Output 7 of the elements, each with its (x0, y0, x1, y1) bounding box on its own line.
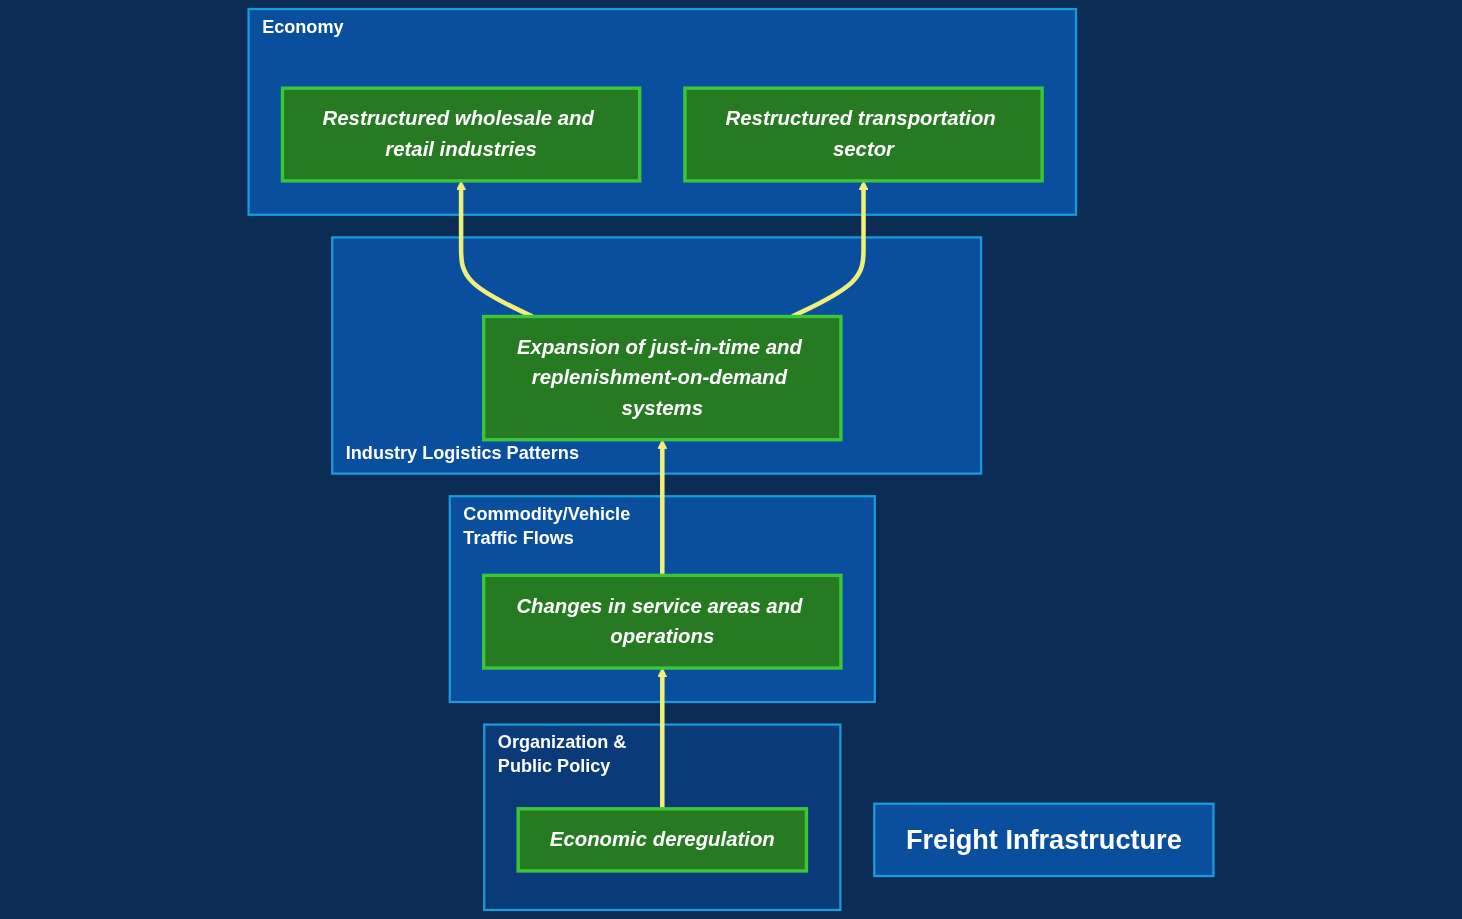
node-box: Freight Infrastructure (873, 802, 1215, 878)
node-box: Restructured wholesale and retail industries (280, 86, 642, 183)
node-box: Economic deregulation (516, 807, 809, 873)
node-box: Changes in service areas and operations (482, 573, 843, 670)
node-box: Expansion of just-in-time and replenishment-on-demand systems (482, 314, 843, 442)
arrow (657, 439, 668, 576)
node-box: Restructured transportation sector (683, 86, 1044, 183)
